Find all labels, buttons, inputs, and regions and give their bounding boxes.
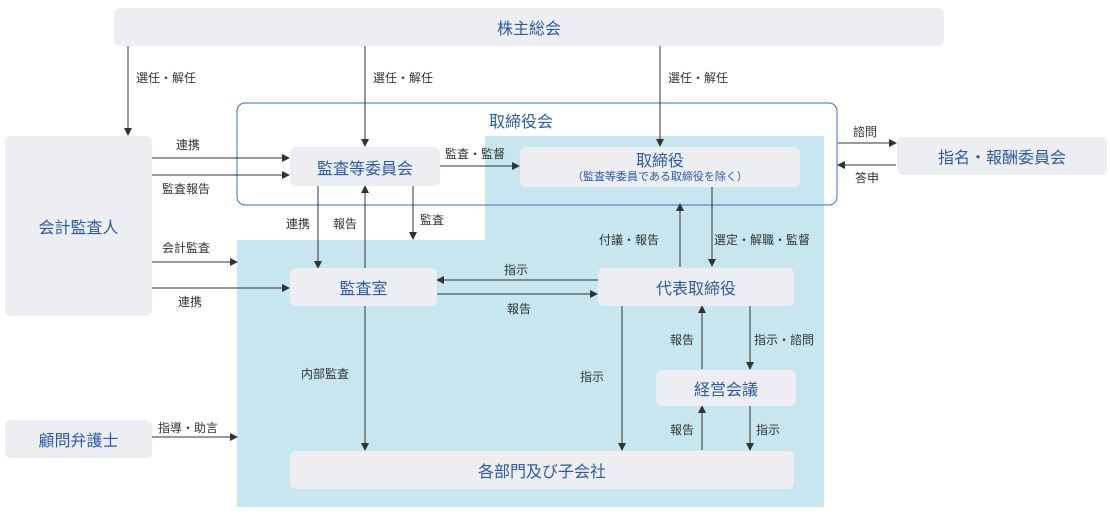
- ceo-box: 代表取締役: [598, 268, 794, 306]
- counsel-label: 顧問弁護士: [38, 431, 119, 450]
- executive-region: [237, 136, 824, 507]
- board-title: 取締役会: [489, 112, 554, 131]
- counsel-box: 顧問弁護士: [5, 420, 152, 458]
- ceo-label: 代表取締役: [655, 279, 736, 298]
- divisions-box: 各部門及び子会社: [290, 451, 794, 489]
- auditor-label: 会計監査人: [38, 218, 119, 237]
- refer-report-label: 付議・報告: [599, 233, 660, 247]
- elect-label-3: 選任・解任: [668, 71, 729, 85]
- consult-label: 諮問: [853, 125, 878, 139]
- instruct-consult-label: 指示・諮問: [754, 333, 815, 347]
- instruct-label-3: 指示: [756, 423, 781, 437]
- audit-committee-box: 監査等委員会: [290, 147, 440, 186]
- report-label-2: 報告: [507, 302, 532, 316]
- audit-report-label: 監査報告: [162, 182, 211, 196]
- report-label-4: 報告: [670, 423, 695, 437]
- coop-label-2: 連携: [178, 295, 203, 309]
- audit-office-label: 監査室: [339, 279, 388, 298]
- instruct-label-2: 指示: [580, 370, 605, 384]
- management-box: 経営会議: [656, 370, 796, 406]
- report-label-1: 報告: [333, 217, 358, 231]
- shareholders-box: 株主総会: [114, 8, 944, 46]
- nomination-box: 指名・報酬委員会: [897, 137, 1107, 175]
- audit-office-box: 監査室: [290, 268, 437, 306]
- directors-box: 取締役 （監査等委員である取締役を除く）: [520, 147, 800, 187]
- shareholders-label: 株主総会: [496, 19, 561, 38]
- directors-note: （監査等委員である取締役を除く）: [572, 169, 748, 183]
- directors-label: 取締役: [635, 150, 684, 170]
- reply-label: 答申: [855, 171, 880, 185]
- nomination-label: 指名・報酬委員会: [937, 148, 1066, 167]
- instruct-label-1: 指示: [504, 263, 529, 277]
- divisions-label: 各部門及び子会社: [477, 462, 606, 481]
- coop-label-3: 連携: [286, 217, 311, 231]
- internal-audit-label: 内部監査: [301, 367, 350, 381]
- audit-label: 監査: [420, 213, 445, 227]
- management-label: 経営会議: [693, 380, 758, 399]
- audit-committee-label: 監査等委員会: [316, 158, 413, 178]
- elect-label-1: 選任・解任: [136, 71, 197, 85]
- accounting-audit-label: 会計監査: [162, 241, 211, 255]
- elect-label-2: 選任・解任: [373, 71, 434, 85]
- guidance-label: 指導・助言: [158, 421, 219, 435]
- appoint-label: 選定・解職・監督: [714, 233, 811, 247]
- supervise-label: 監査・監督: [445, 147, 506, 161]
- coop-label-1: 連携: [176, 138, 201, 152]
- report-label-3: 報告: [670, 333, 695, 347]
- auditor-box: 会計監査人: [5, 136, 152, 316]
